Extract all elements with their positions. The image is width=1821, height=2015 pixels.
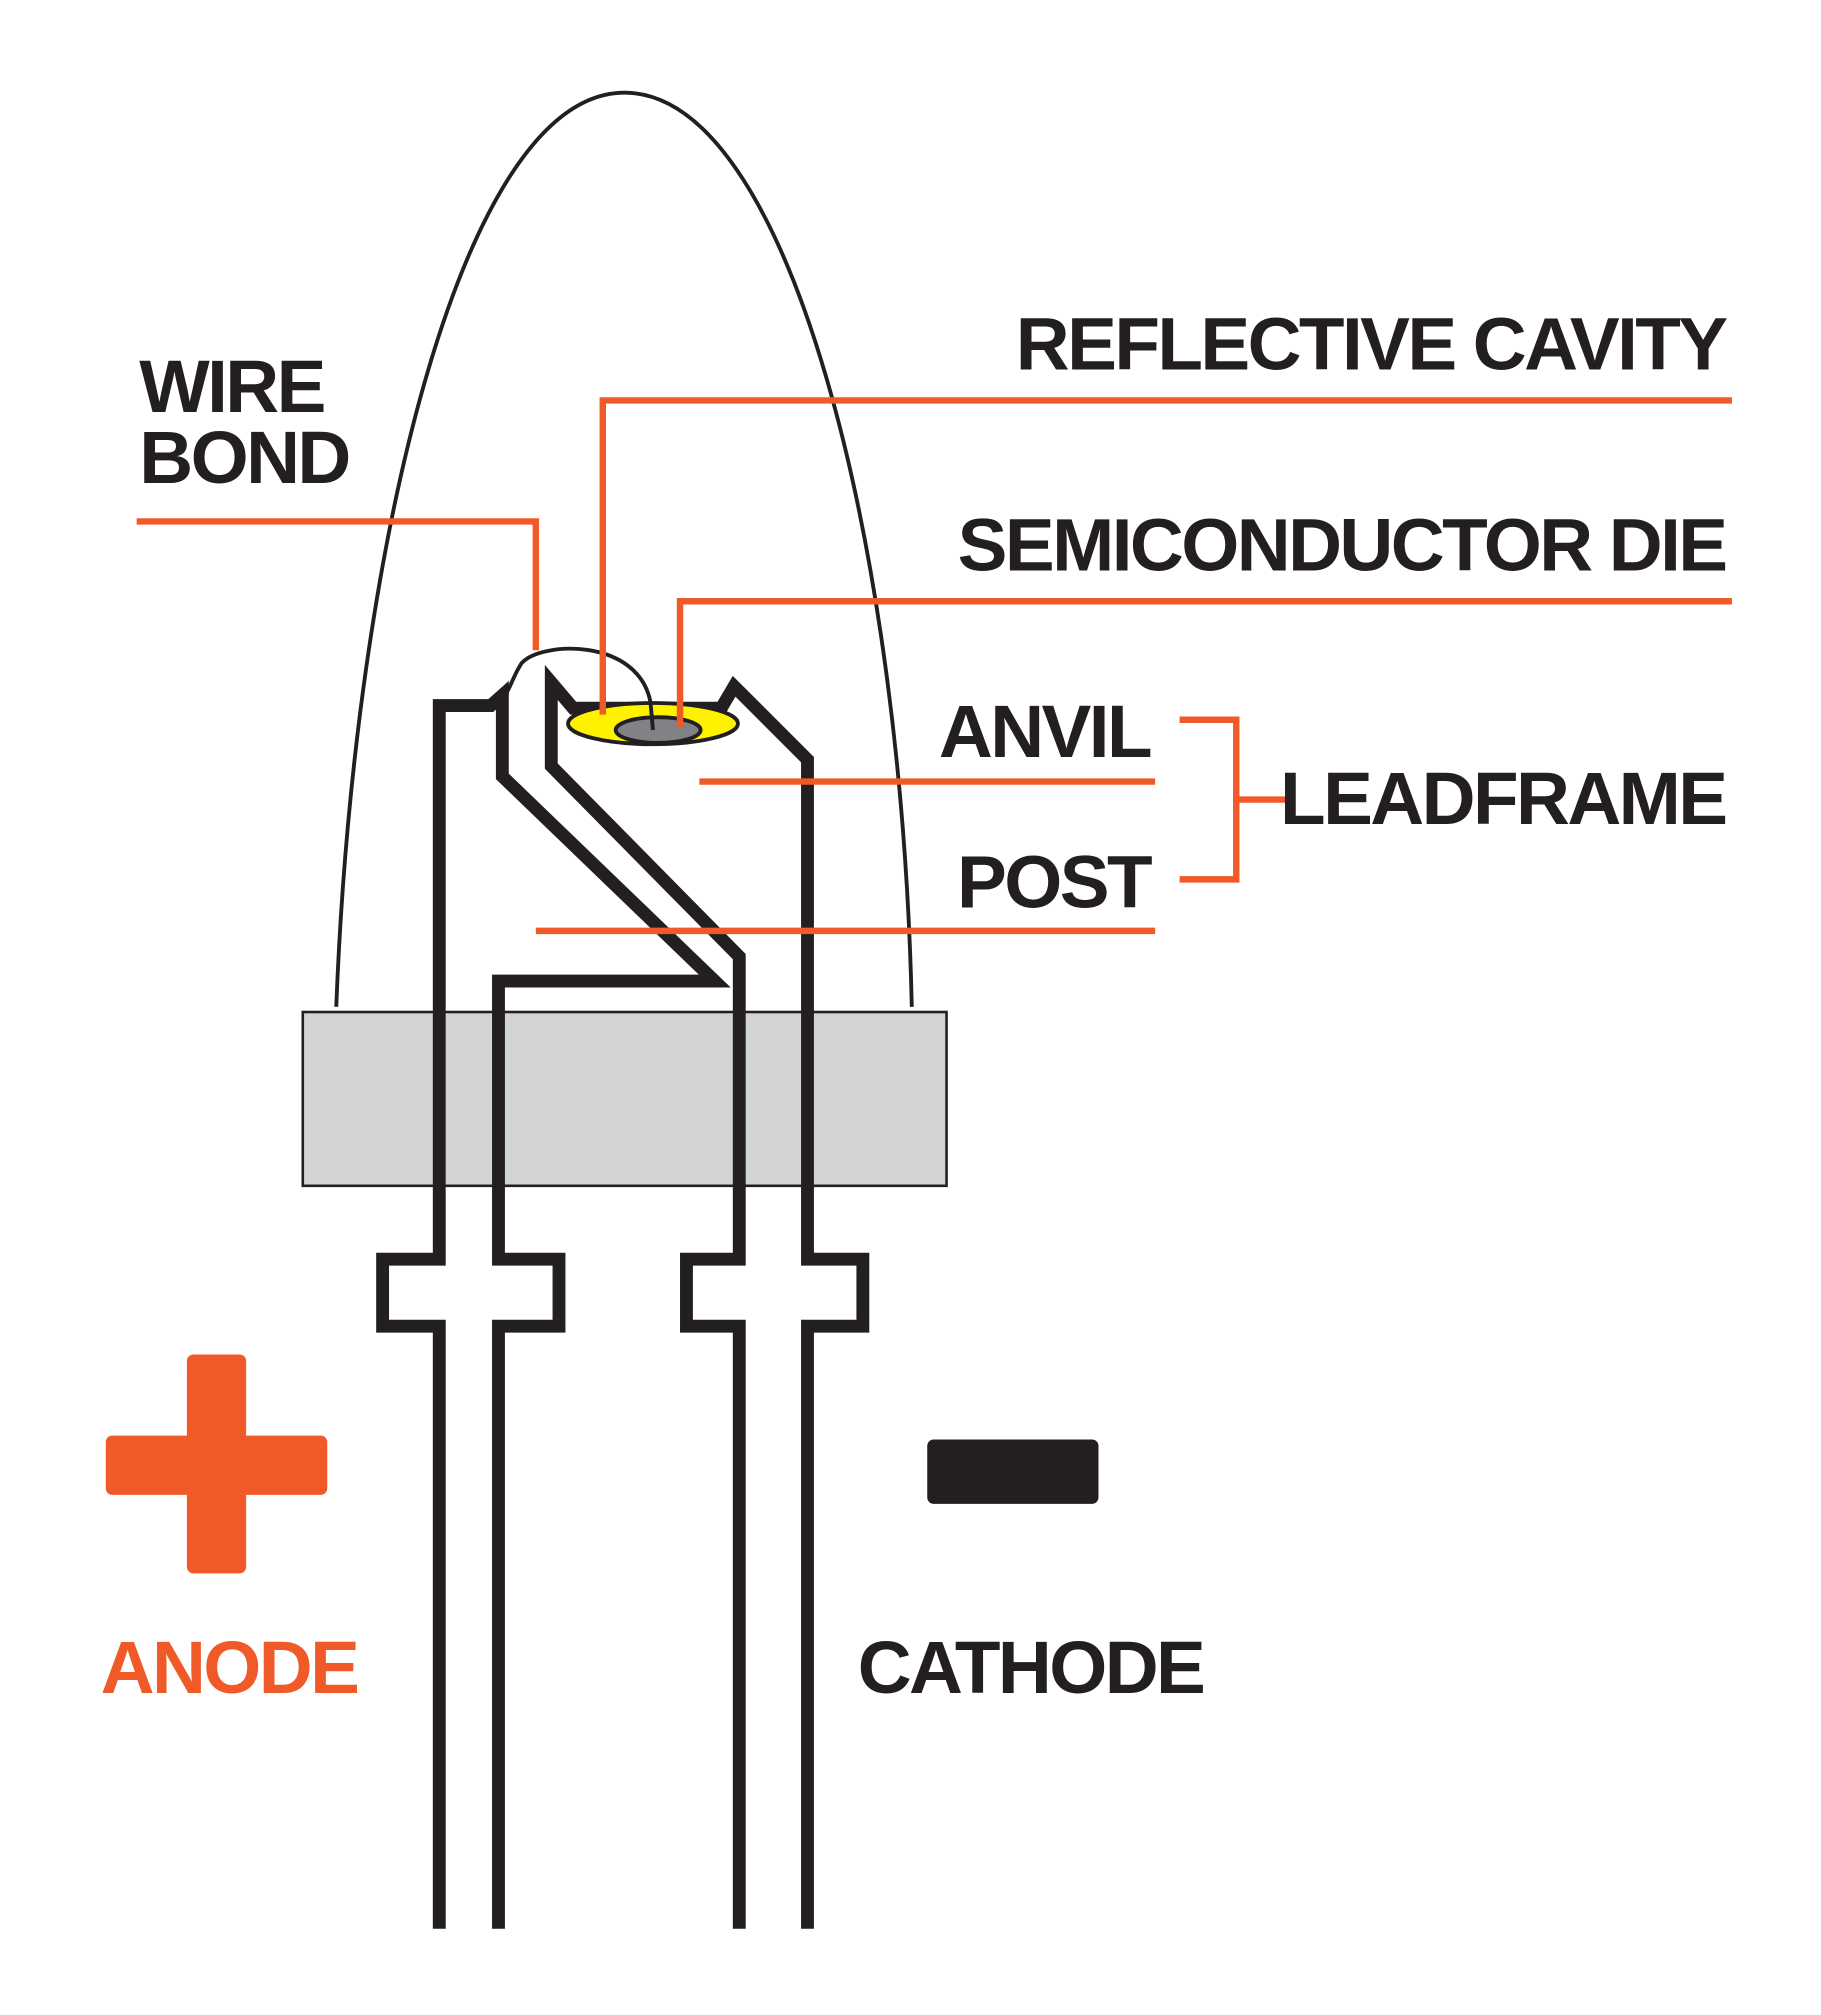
- label-leadframe: LEADFRAME: [1280, 756, 1725, 840]
- label-semiconductor-die: SEMICONDUCTOR DIE: [958, 502, 1726, 586]
- leader-semiconductor-die: [676, 598, 1732, 728]
- label-reflective-cavity: REFLECTIVE CAVITY: [1016, 302, 1728, 386]
- label-cathode: CATHODE: [858, 1625, 1204, 1709]
- semiconductor-die: [613, 715, 703, 745]
- leader-wire-bond: [136, 518, 540, 651]
- minus-icon: [927, 1439, 1099, 1504]
- label-wire-bond-1: WIRE: [139, 344, 324, 428]
- leadframe-bracket: [1179, 716, 1240, 883]
- epoxy-lens: [334, 90, 914, 1007]
- plus-icon: [105, 1354, 328, 1574]
- label-anvil: ANVIL: [939, 689, 1151, 773]
- label-anode: ANODE: [101, 1625, 358, 1709]
- base-flange: [301, 1010, 948, 1188]
- wire-bond: [490, 646, 655, 731]
- cathode-lead: [544, 664, 870, 1929]
- label-post: POST: [957, 840, 1152, 924]
- label-wire-bond-2: BOND: [139, 415, 349, 499]
- leader-reflective-cavity: [599, 397, 1732, 715]
- anode-lead: [376, 680, 731, 1929]
